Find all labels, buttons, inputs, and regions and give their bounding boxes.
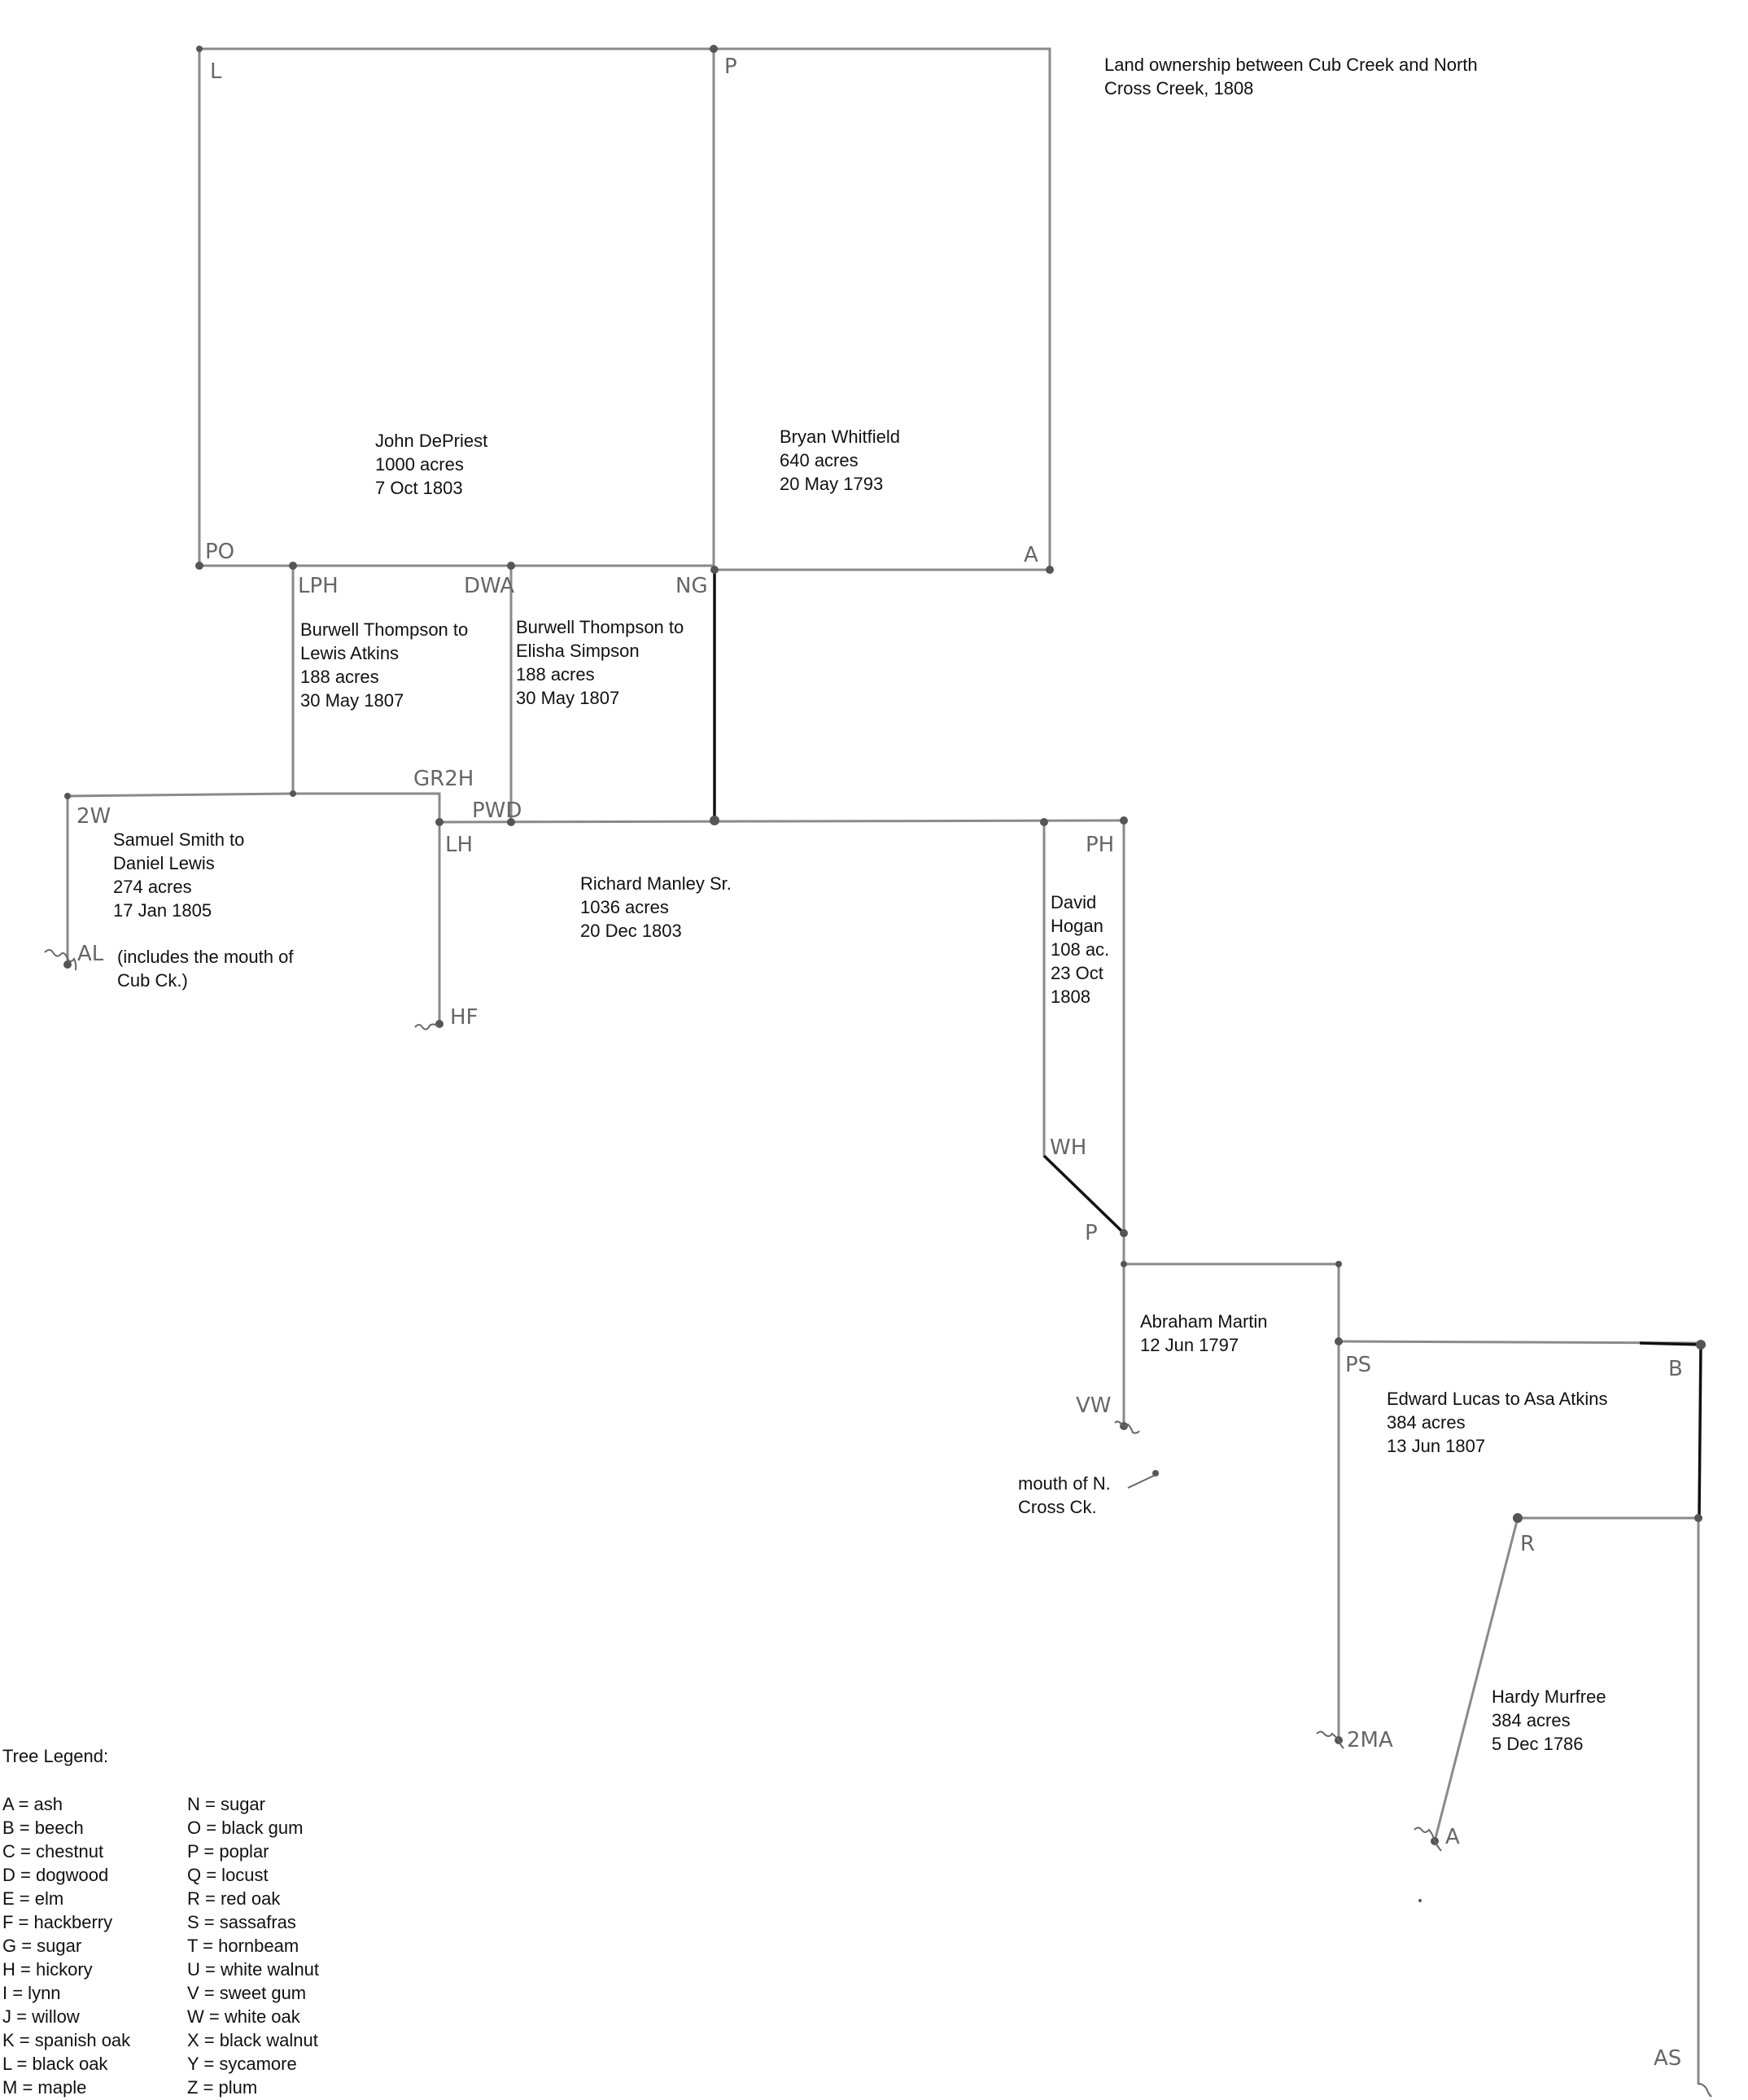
corner-wh: WH	[1050, 1135, 1086, 1160]
legend-title: Tree Legend:	[2, 1746, 108, 1766]
corner-ps: PS	[1345, 1353, 1371, 1377]
corner-ph: PH	[1086, 833, 1114, 857]
parcel-manley: Richard Manley Sr. 1036 acres 20 Dec 180…	[580, 873, 736, 941]
dot-po	[195, 562, 203, 570]
creek-a-murfree	[1414, 1827, 1442, 1852]
corner-dots	[63, 45, 1706, 1902]
atkins-boundary	[291, 564, 513, 824]
manley-boundary	[438, 819, 1125, 1026]
smith-boundary	[66, 792, 295, 966]
corner-as: AS	[1654, 2046, 1681, 2071]
corner-al: AL	[77, 942, 104, 966]
wh-diagonal-line	[1042, 1154, 1125, 1235]
dot-manley-mid	[710, 816, 719, 825]
corner-lph: LPH	[298, 574, 339, 598]
dot-a-whit	[1046, 566, 1054, 574]
map-title: Land ownership between Cub Creek and Nor…	[1104, 55, 1483, 98]
parcel-smith: Samuel Smith to Daniel Lewis 274 acres 1…	[113, 829, 250, 921]
parcel-whitfield: Bryan Whitfield 640 acres 20 May 1793	[780, 427, 905, 494]
dot-pwd2	[507, 818, 515, 826]
dark-lines	[713, 570, 1702, 1519]
dot-hogan-nw	[1040, 818, 1048, 826]
dot-martin-nw	[1121, 1261, 1127, 1267]
corner-r: R	[1520, 1532, 1535, 1556]
corner-b: B	[1668, 1357, 1683, 1381]
tree-legend: Tree Legend: A = ash B = beech C = chest…	[2, 1746, 324, 2098]
dot-2w	[64, 793, 71, 799]
dot-lph	[289, 562, 297, 570]
creek-al	[44, 949, 77, 971]
corner-2w: 2W	[76, 804, 111, 829]
creek-marks	[44, 949, 1712, 2098]
creek-hf	[414, 1023, 440, 1030]
corner-l: L	[210, 59, 222, 84]
parcel-lucas: Edward Lucas to Asa Atkins 384 acres 13 …	[1387, 1389, 1613, 1456]
dot-stray	[1418, 1899, 1422, 1902]
corner-p-hogan: P	[1085, 1221, 1098, 1245]
dot-p-hogan	[1120, 1229, 1128, 1237]
dot-pwd	[435, 818, 444, 826]
creek-2ma	[1316, 1730, 1344, 1749]
corner-pwd: PWD	[472, 798, 522, 823]
dot-l	[196, 46, 203, 52]
corner-p-top: P	[724, 55, 737, 79]
corner-a-whitfield: A	[1024, 543, 1038, 567]
dot-r-east	[1694, 1514, 1702, 1522]
dot-ph	[1120, 816, 1128, 825]
dot-b	[1696, 1340, 1706, 1350]
parcel-simpson: Burwell Thompson to Elisha Simpson 188 a…	[516, 617, 688, 708]
creek-vw	[1114, 1420, 1140, 1434]
legend-col1: A = ash B = beech C = chestnut D = dogwo…	[2, 1794, 135, 2098]
dot-al	[63, 960, 72, 969]
dot-r	[1513, 1513, 1523, 1523]
dot-martin-ne	[1335, 1261, 1342, 1267]
dot-gr2h	[290, 790, 296, 797]
dot-dwa	[507, 562, 515, 570]
corner-ng: NG	[675, 574, 708, 598]
boundary-lines	[66, 47, 1702, 2085]
corner-gr2h: GR2H	[413, 767, 474, 791]
parcel-smith-note: (includes the mouth of Cub Ck.)	[117, 947, 299, 991]
parcel-hogan: David Hogan 108 ac. 23 Oct 1808	[1051, 892, 1114, 1007]
dot-p-top	[710, 45, 718, 53]
legend-col2: N = sugar O = black gum P = poplar Q = l…	[187, 1794, 324, 2098]
mouth-pointer	[1127, 1474, 1156, 1489]
hogan-boundary	[1042, 819, 1125, 1235]
parcel-murfree: Hardy Murfree 384 acres 5 Dec 1786	[1492, 1687, 1611, 1754]
depriest-boundary	[198, 47, 715, 567]
corner-a-murfree: A	[1445, 1825, 1460, 1849]
parcel-depriest: John DePriest 1000 acres 7 Oct 1803	[375, 431, 492, 498]
mouth-note: mouth of N. Cross Ck.	[1018, 1473, 1116, 1517]
murfree-boundary	[1433, 1516, 1700, 2085]
corner-2ma: 2MA	[1347, 1728, 1393, 1752]
dot-ng	[710, 566, 719, 574]
corner-hf: HF	[450, 1005, 479, 1030]
parcel-atkins: Burwell Thompson to Lewis Atkins 188 acr…	[300, 619, 473, 711]
corner-labels: L P PO A LPH DWA NG 2W GR2H PWD LH AL HF…	[76, 55, 1683, 2071]
whitfield-boundary	[712, 47, 1051, 571]
parcel-martin: Abraham Martin 12 Jun 1797	[1140, 1311, 1273, 1355]
corner-lh: LH	[445, 833, 473, 857]
creek-as	[1698, 2083, 1712, 2098]
corner-vw: VW	[1076, 1393, 1112, 1418]
dot-ps	[1335, 1337, 1343, 1345]
corner-po: PO	[205, 540, 234, 564]
corner-dwa: DWA	[464, 574, 514, 598]
